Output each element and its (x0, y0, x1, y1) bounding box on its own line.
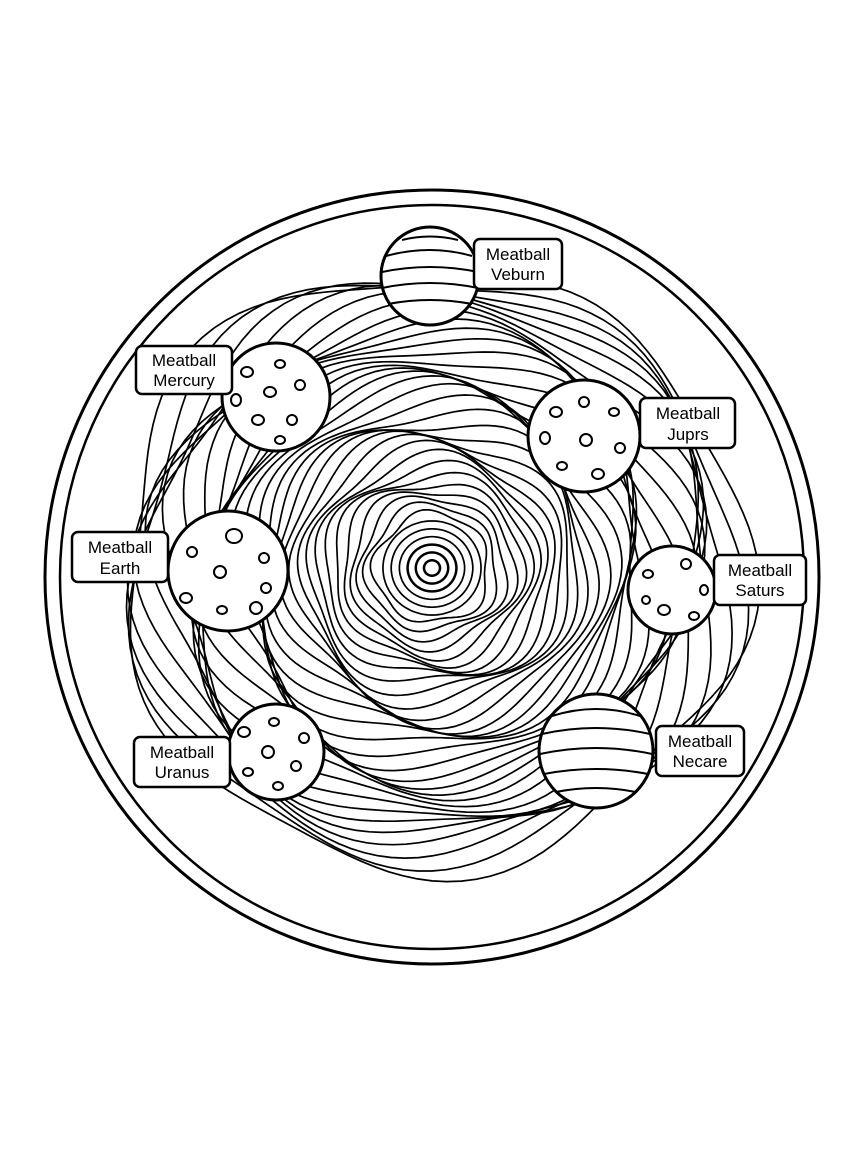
meatball-earth-ball (166, 509, 290, 633)
meatball-uranus-label-line2: Uranus (155, 763, 210, 782)
meatball-neptune-label-line2: Necare (673, 752, 728, 771)
meatball-neptune: Meatball Necare (537, 692, 746, 810)
spaghetti-strand (422, 559, 442, 577)
meatball-jupiter-label-line2: Juprs (667, 425, 709, 444)
meatball-earth: Meatball Earth (70, 509, 290, 633)
spaghetti-strand (335, 471, 536, 669)
spaghetti-strand (390, 527, 474, 609)
spaghetti-strand (343, 483, 528, 662)
meatball-mercury: Meatball Mercury (134, 341, 332, 453)
meatball-venurn-label-line2: Veburn (491, 265, 545, 284)
meatball-uranus-label: Meatball Uranus (132, 735, 232, 789)
meatball-jupiter-ball (526, 378, 642, 494)
meatball-saturn-label-line2: Saturs (735, 581, 784, 600)
meatball-venurn-ball (379, 225, 481, 327)
spaghetti-strand (361, 501, 498, 633)
spaghetti-strand (314, 448, 549, 676)
meatball-earth-label: Meatball Earth (70, 530, 170, 584)
meatball-mercury-label-line2: Mercury (153, 371, 215, 390)
meatball-jupiter-label: Meatball Juprs (638, 396, 737, 450)
meatball-uranus-label-line1: Meatball (150, 743, 214, 762)
meatball-jupiter-label-line1: Meatball (656, 404, 720, 423)
spaghetti-strand (369, 508, 488, 623)
spaghetti-strand (355, 495, 509, 643)
meatball-earth-label-line1: Meatball (88, 538, 152, 557)
meatball-mercury-label: Meatball Mercury (134, 344, 234, 396)
spaghetti-strand (349, 491, 519, 653)
meatball-saturn: Meatball Saturs (626, 544, 808, 636)
spaghetti-strand (398, 535, 466, 601)
meatball-venurn-label: Meatball Veburn (472, 237, 564, 291)
meatball-jupiter: Meatball Juprs (526, 378, 737, 494)
meatball-venurn-label-line1: Meatball (486, 245, 550, 264)
meatball-uranus: Meatball Uranus (132, 702, 326, 802)
meatball-mercury-label-line1: Meatball (152, 351, 216, 370)
meatball-saturn-ball (626, 544, 718, 636)
spaghetti-strand (296, 433, 563, 697)
spaghetti-strand (414, 551, 450, 585)
meatball-neptune-ball (537, 692, 655, 810)
meatball-neptune-label: Meatball Necare (654, 724, 746, 778)
meatball-venurn: Meatball Veburn (379, 225, 564, 327)
meatball-earth-label-line2: Earth (100, 559, 141, 578)
spaghetti-strand (406, 543, 458, 593)
meatball-mercury-ball (220, 341, 332, 453)
meatball-neptune-label-line1: Meatball (668, 732, 732, 751)
meatball-uranus-ball (226, 702, 326, 802)
spaghetti-strand (382, 520, 482, 616)
spaghetti-strand (324, 459, 542, 674)
spaghetti-strand (305, 439, 556, 682)
meatball-saturn-label: Meatball Saturs (712, 553, 808, 607)
meatball-saturn-label-line1: Meatball (728, 561, 792, 580)
